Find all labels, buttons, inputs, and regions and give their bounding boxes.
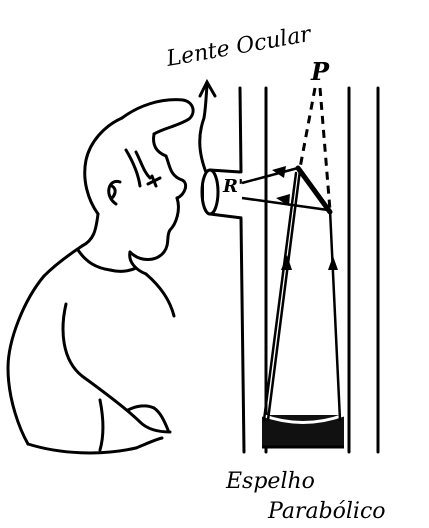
eyepiece-label: Lente Ocular [164,22,314,72]
observer-figure [8,100,193,453]
point-r-label: R' [222,176,243,197]
parabolic-mirror [262,415,344,447]
point-p-label: P [310,57,330,86]
eyepiece-pointer-arrow [200,82,215,182]
mirror-label-line1: Espelho [225,469,315,494]
mirror-label-line2: Parabólico [267,499,386,524]
telescope-tube [240,88,378,452]
